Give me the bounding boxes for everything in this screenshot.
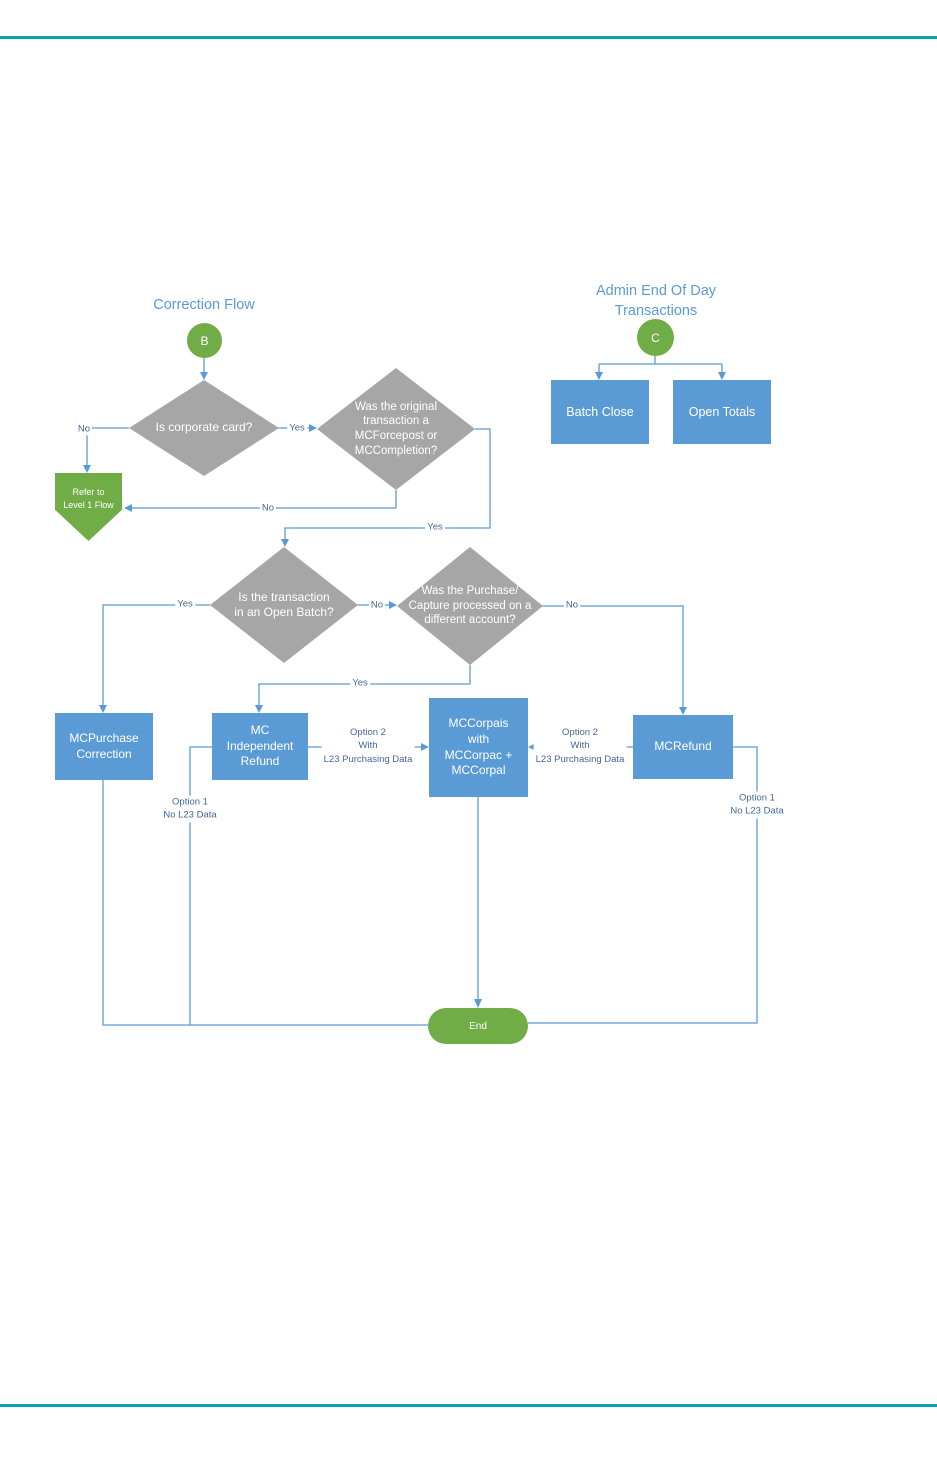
refer-level1-line2: Level 1 Flow (63, 500, 114, 510)
option1-left-line1: Option 1 (172, 796, 208, 808)
edge-label-option2-right: Option 2 With L23 Purchasing Data (533, 725, 627, 767)
process-mccorpais: MCCorpais with MCCorpac + MCCorpal (429, 698, 528, 797)
edge-label-yes-open-batch: Yes (175, 597, 195, 611)
edge-label-option1-left: Option 1 No L23 Data (161, 795, 219, 823)
top-rule (0, 36, 937, 39)
option2-left-line1: Option 2 (350, 726, 386, 738)
option2-right-line1: Option 2 (562, 726, 598, 738)
start-connector-c: C (637, 319, 674, 356)
decision-forcepost-line1: Was the original (354, 400, 438, 413)
title-correction-flow: Correction Flow (124, 295, 284, 315)
option2-left-line2: With (358, 740, 378, 752)
title-correction-flow-text: Correction Flow (153, 297, 255, 313)
title-admin-line2: Transactions (614, 303, 698, 320)
process-batch-close: Batch Close (551, 380, 649, 444)
process-open-totals: Open Totals (673, 380, 771, 444)
process-mcrefund: MCRefund (633, 715, 733, 779)
mc-independent-line1: MC (250, 722, 270, 737)
mccorpais-line2: with (467, 731, 490, 746)
mccorpais-line3: MCCorpac + (444, 747, 513, 762)
edge-label-no-open-batch: No (368, 598, 386, 612)
option1-right-line1: Option 1 (739, 792, 775, 804)
terminator-end: End (428, 1008, 528, 1044)
edge-label-yes-corporate: Yes (287, 421, 307, 435)
refer-level1-line1: Refer to (72, 486, 105, 497)
decision-different-account-line1: Was the Purchase/ (421, 584, 519, 597)
mcpurchase-line1: MCPurchase (69, 730, 139, 745)
decision-is-corporate-card-text: Is corporate card? (155, 420, 253, 435)
option2-left-line3: L23 Purchasing Data (323, 753, 413, 765)
mcpurchase-line2: Correction (76, 746, 132, 761)
edge-label-yes-forcepost: Yes (425, 520, 445, 534)
decision-forcepost-line4: MCCompletion? (354, 444, 438, 457)
option1-left-line2: No L23 Data (163, 810, 217, 821)
process-mcpurchase-correction: MCPurchase Correction (55, 713, 153, 780)
mcrefund-label: MCRefund (654, 739, 712, 754)
start-connector-c-label: C (651, 330, 660, 345)
process-mc-independent-refund: MC Independent Refund (212, 713, 308, 780)
batch-close-label: Batch Close (566, 404, 634, 419)
edge-label-option2-left: Option 2 With L23 Purchasing Data (321, 725, 415, 767)
start-connector-b: B (187, 323, 222, 358)
mc-independent-line3: Refund (240, 754, 280, 769)
edge-label-no-corporate: No (75, 422, 93, 436)
decision-different-account-line3: different account? (424, 614, 516, 627)
mc-independent-line2: Independent (226, 738, 294, 753)
decision-open-batch-line2: in an Open Batch? (234, 605, 334, 619)
edge-label-no-different-account: No (563, 598, 581, 612)
mccorpais-line1: MCCorpais (448, 715, 509, 730)
edge-label-option1-right: Option 1 No L23 Data (728, 791, 786, 819)
bottom-rule (0, 1404, 937, 1407)
option2-right-line3: L23 Purchasing Data (535, 753, 625, 765)
edge-label-no-forcepost: No (259, 501, 277, 515)
decision-forcepost-line3: MCForcepost or (354, 430, 438, 442)
end-label: End (469, 1020, 487, 1032)
title-admin-end-of-day: Admin End Of Day Transactions (576, 281, 736, 322)
decision-open-batch-line1: Is the transaction (238, 589, 330, 604)
title-admin-line1: Admin End Of Day (595, 283, 717, 299)
edge-label-yes-different-account: Yes (350, 676, 370, 690)
decision-different-account-line2: Capture processed on a (408, 599, 532, 612)
open-totals-label: Open Totals (688, 404, 756, 419)
option2-right-line2: With (570, 740, 590, 752)
mccorpais-line4: MCCorpal (451, 763, 506, 778)
option1-right-line2: No L23 Data (730, 806, 784, 817)
decision-forcepost-line2: transaction a (363, 415, 429, 428)
start-connector-b-label: B (200, 333, 209, 348)
